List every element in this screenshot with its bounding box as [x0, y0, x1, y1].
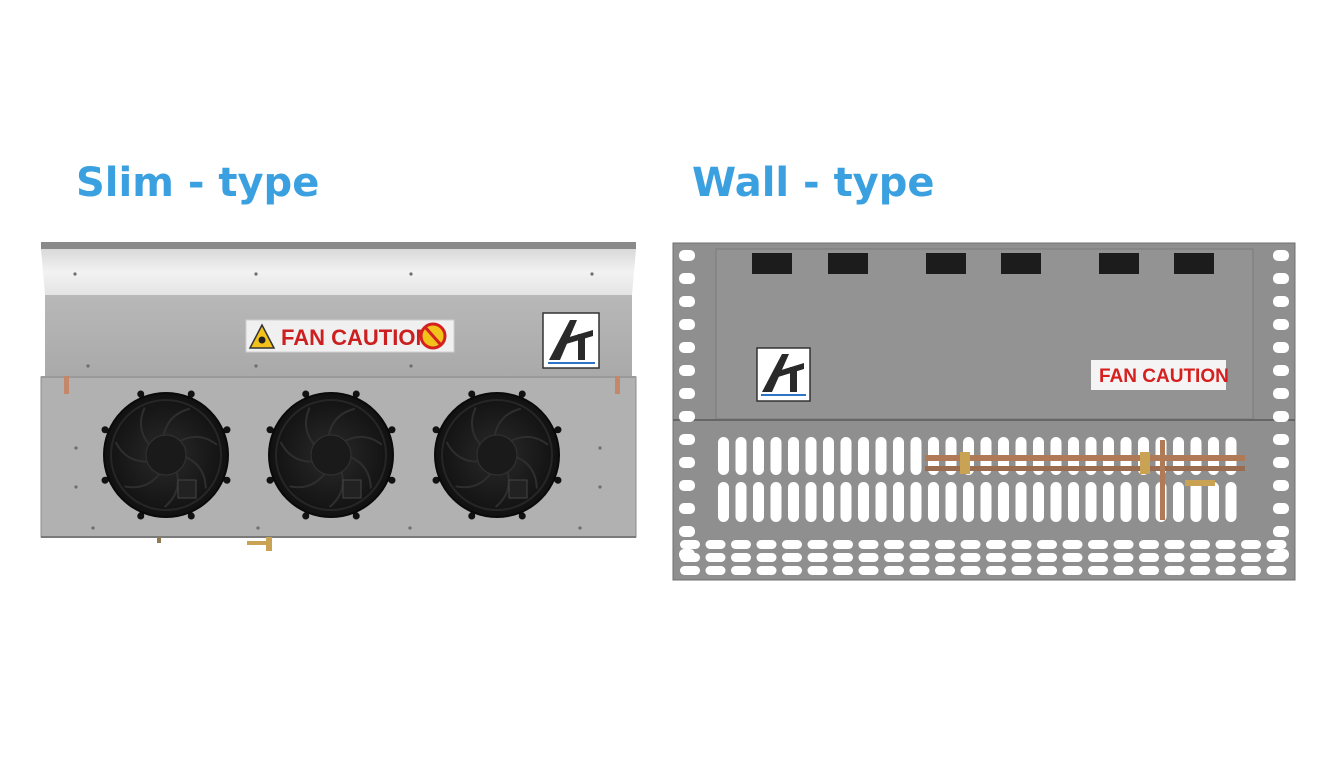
wall-type-title: Wall - type: [692, 160, 935, 206]
fan: [266, 390, 396, 520]
wall-fan-caution-sticker: [1091, 360, 1226, 390]
top-vents: [752, 253, 1214, 274]
slim-type-title: Slim - type: [76, 160, 320, 206]
side-slots: [679, 250, 1289, 560]
fan: [432, 390, 562, 520]
fan-group: [101, 390, 562, 520]
copper-pipe-left: [64, 376, 69, 394]
top-panel: [41, 249, 636, 295]
fan: [101, 390, 231, 520]
top-rail: [41, 242, 636, 249]
wall-caution-label: FAN CAUTION: [1099, 366, 1229, 387]
slim-caution-label: FAN CAUTION: [281, 325, 431, 350]
internal-piping: [925, 440, 1245, 520]
fan-caution-sticker: [245, 319, 455, 353]
copper-pipe-right: [615, 376, 620, 394]
